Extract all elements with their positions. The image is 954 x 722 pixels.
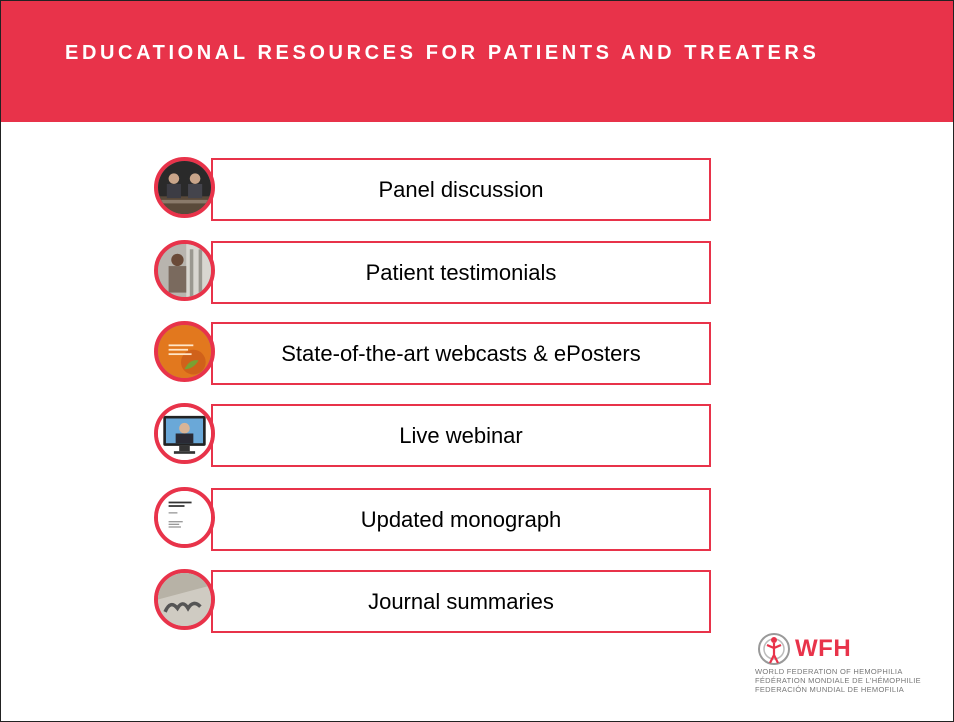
- item-label: Patient testimonials: [365, 259, 557, 285]
- item-label: Journal summaries: [368, 588, 554, 614]
- congress-badge-icon: [154, 321, 215, 382]
- item-box: Panel discussion: [211, 158, 711, 221]
- testimonial-photo-icon: [154, 240, 215, 301]
- item-box: Journal summaries: [211, 570, 711, 633]
- item-label: State-of-the-art webcasts & ePosters: [281, 340, 641, 366]
- title-banner: EDUCATIONAL RESOURCES FOR PATIENTS AND T…: [1, 1, 953, 122]
- wfh-emblem-icon: [758, 633, 790, 665]
- list-item-patient-testimonials: Patient testimonials: [154, 240, 711, 304]
- journal-cover-icon: [154, 569, 215, 630]
- item-box: State-of-the-art webcasts & ePosters: [211, 322, 711, 385]
- webinar-monitor-icon: [154, 403, 215, 464]
- page-title: EDUCATIONAL RESOURCES FOR PATIENTS AND T…: [65, 42, 820, 64]
- logo-wordmark: WFH: [795, 635, 852, 662]
- list-item-updated-monograph: Updated monograph: [154, 487, 711, 551]
- item-label: Panel discussion: [378, 176, 544, 202]
- panel-photo-icon: [154, 157, 215, 218]
- wfh-logo: WFH WORLD FEDERATION OF HEMOPHILIA FÉDÉR…: [755, 631, 945, 694]
- logo-line-1: WORLD FEDERATION OF HEMOPHILIA: [755, 667, 903, 676]
- item-label: Live webinar: [399, 422, 523, 448]
- list-item-journal-summaries: Journal summaries: [154, 569, 711, 633]
- list-item-live-webinar: Live webinar: [154, 403, 711, 467]
- logo-line-2: FÉDÉRATION MONDIALE DE L'HÉMOPHILIE: [755, 676, 921, 685]
- item-box: Patient testimonials: [211, 241, 711, 304]
- list-item-panel-discussion: Panel discussion: [154, 157, 711, 221]
- item-box: Live webinar: [211, 404, 711, 467]
- monograph-document-icon: [154, 487, 215, 548]
- list-item-webcasts: State-of-the-art webcasts & ePosters: [154, 321, 711, 385]
- logo-line-3: FEDERACIÓN MUNDIAL DE HEMOFILIA: [755, 685, 905, 694]
- item-box: Updated monograph: [211, 488, 711, 551]
- item-label: Updated monograph: [360, 506, 562, 532]
